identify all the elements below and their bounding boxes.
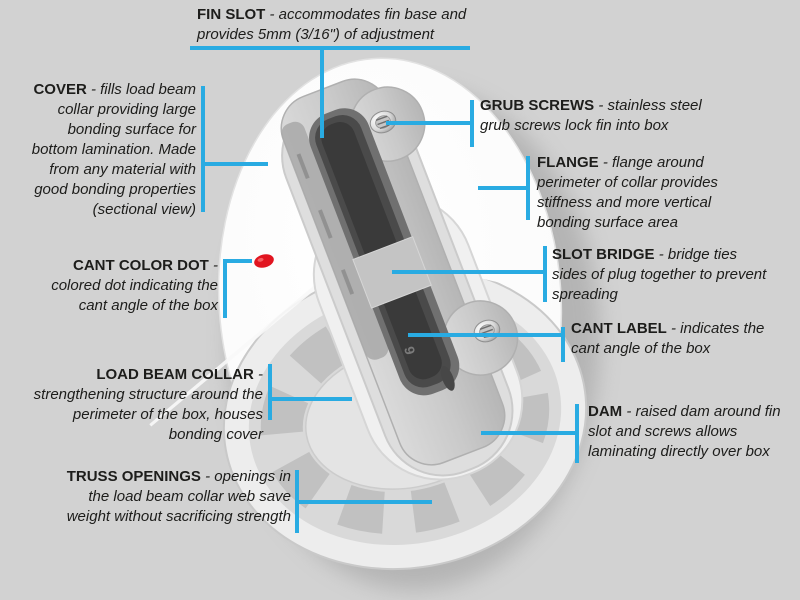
emboss-mark xyxy=(318,209,333,239)
callout-cover-term: COVER xyxy=(33,81,87,98)
callout-load-beam-collar: LOAD BEAM COLLAR - strengthening structu… xyxy=(27,365,263,445)
callout-cant-color-dot: CANT COLOR DOT - colored dot indicating … xyxy=(20,256,218,316)
grub-screw-top xyxy=(369,110,397,134)
callout-cant-color-dot-term: CANT COLOR DOT xyxy=(73,257,209,274)
callout-cant-color-dot-desc: - colored dot indicating the cant angle … xyxy=(51,257,218,314)
callout-load-beam-collar-term: LOAD BEAM COLLAR xyxy=(96,366,254,383)
callout-truss-openings-desc: - openings in the load beam collar web s… xyxy=(66,468,291,525)
cover-cut-edge xyxy=(148,271,334,427)
leader-grub-screws xyxy=(386,100,474,147)
callout-grub-screws-desc: - stainless steel grub screws lock fin i… xyxy=(480,97,702,134)
callout-dam-desc: - raised dam around fin slot and screws … xyxy=(588,403,781,460)
leader-cover xyxy=(201,86,268,212)
callout-fin-slot: FIN SLOT - accommodates fin base and pro… xyxy=(197,5,479,45)
cant-label-marking: 9 xyxy=(401,345,419,357)
callout-fin-slot-term: FIN SLOT xyxy=(197,6,266,23)
leader-cant-label xyxy=(408,327,565,362)
callout-cant-label-desc: - indicates the cant angle of the box xyxy=(571,320,765,357)
emboss-mark xyxy=(296,153,310,180)
callout-slot-bridge: SLOT BRIDGE - bridge ties sides of plug … xyxy=(552,245,767,305)
emboss-mark xyxy=(341,269,355,295)
callout-dam-term: DAM xyxy=(588,403,623,420)
depth-gauge-hole xyxy=(440,366,455,391)
callout-grub-screws: GRUB SCREWS - stainless steel grub screw… xyxy=(480,96,720,136)
callout-load-beam-collar-desc: - strengthening structure around the per… xyxy=(33,366,263,443)
plug-side-wall xyxy=(281,121,389,360)
callout-truss-openings-term: TRUSS OPENINGS xyxy=(66,468,201,485)
cant-color-dot xyxy=(254,254,274,268)
callout-flange-desc: - flange around perimeter of collar prov… xyxy=(537,154,718,231)
callout-cant-label: CANT LABEL - indicates the cant angle of… xyxy=(571,319,766,359)
callout-slot-bridge-term: SLOT BRIDGE xyxy=(552,246,655,263)
leader-load-beam-collar xyxy=(268,364,352,420)
leader-truss-openings xyxy=(295,470,432,533)
callout-grub-screws-term: GRUB SCREWS xyxy=(480,97,595,114)
leader-fin-slot xyxy=(190,46,470,138)
callout-fin-slot-desc: - accommodates fin base and provides 5mm… xyxy=(197,6,467,43)
callout-dam: DAM - raised dam around fin slot and scr… xyxy=(588,402,783,462)
callout-slot-bridge-desc: - bridge ties sides of plug together to … xyxy=(552,246,767,303)
leader-slot-bridge xyxy=(392,246,547,302)
leader-dam xyxy=(481,404,579,463)
leader-flange xyxy=(478,156,530,220)
callout-cant-label-term: CANT LABEL xyxy=(571,320,667,337)
callout-truss-openings: TRUSS OPENINGS - openings in the load be… xyxy=(51,467,291,527)
callout-cover-desc: - fills load beam collar providing large… xyxy=(31,81,196,218)
callout-flange-term: FLANGE xyxy=(537,154,599,171)
leader-cant-color-dot xyxy=(223,259,252,318)
callout-cover: COVER - fills load beam collar providing… xyxy=(24,80,196,220)
callout-flange: FLANGE - flange around perimeter of coll… xyxy=(537,153,732,233)
